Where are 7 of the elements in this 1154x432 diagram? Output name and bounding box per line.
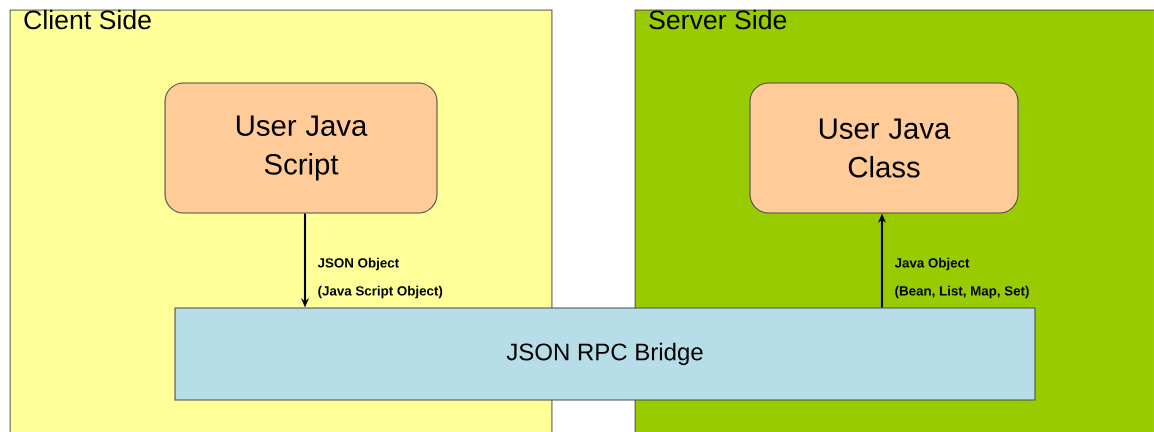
edge-note: (Bean, List, Map, Set): [895, 285, 1029, 299]
component-box: User Java Class: [749, 82, 1019, 214]
edge-label: JSON Object: [317, 257, 399, 271]
bridge-bar: JSON RPC Bridge: [174, 307, 1036, 401]
component-box: User Java Script: [164, 82, 438, 214]
edge-note: (Java Script Object): [318, 285, 443, 299]
edge-label: Java Object: [894, 257, 970, 271]
